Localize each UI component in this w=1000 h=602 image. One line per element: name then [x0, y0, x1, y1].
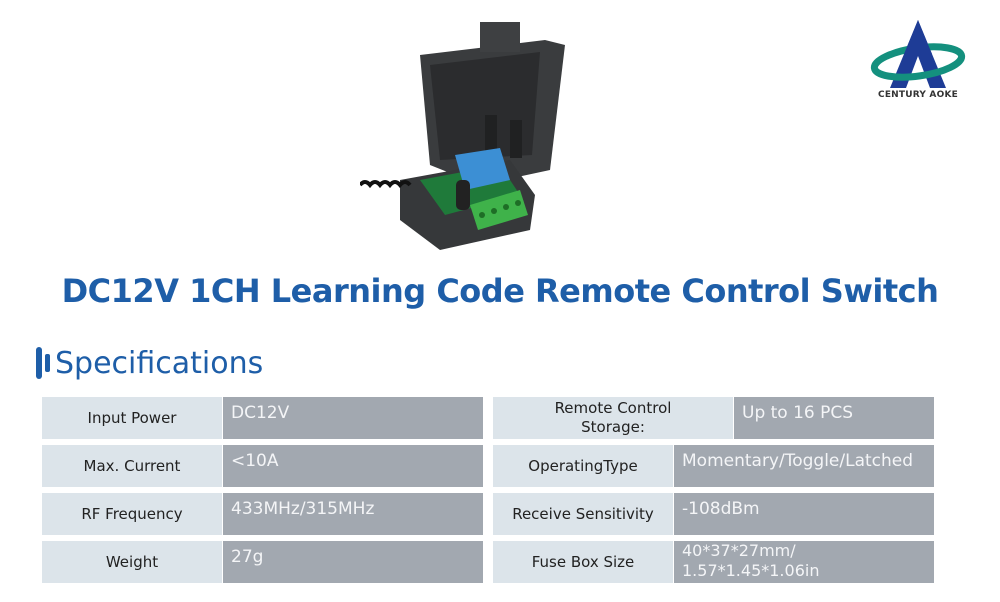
century-aoke-logo-icon	[870, 20, 966, 88]
spec-value: Up to 16 PCS	[734, 397, 934, 439]
spec-value: <10A	[223, 445, 483, 487]
spec-row: Max. Current <10A	[42, 445, 483, 487]
heading-bar-small-icon	[45, 354, 50, 372]
spec-row: Weight 27g	[42, 541, 483, 583]
product-image	[360, 22, 565, 250]
heading-bar-icon	[36, 347, 42, 379]
spec-value: Momentary/Toggle/Latched	[674, 445, 934, 487]
spec-label: Max. Current	[42, 445, 222, 487]
spec-row: Fuse Box Size 40*37*27mm/ 1.57*1.45*1.06…	[493, 541, 934, 583]
specifications-heading: Specifications	[36, 343, 263, 383]
spec-table-right: Remote Control Storage: Up to 16 PCS Ope…	[493, 397, 934, 589]
spec-label: Receive Sensitivity	[493, 493, 673, 535]
spec-label: OperatingType	[493, 445, 673, 487]
spec-row: RF Frequency 433MHz/315MHz	[42, 493, 483, 535]
spec-label: Remote Control Storage:	[493, 397, 733, 439]
spec-row: Remote Control Storage: Up to 16 PCS	[493, 397, 934, 439]
spec-label: RF Frequency	[42, 493, 222, 535]
spec-value: 433MHz/315MHz	[223, 493, 483, 535]
spec-row: OperatingType Momentary/Toggle/Latched	[493, 445, 934, 487]
spec-table-left: Input Power DC12V Max. Current <10A RF F…	[42, 397, 483, 589]
spec-label: Input Power	[42, 397, 222, 439]
spec-row: Input Power DC12V	[42, 397, 483, 439]
spec-value: 27g	[223, 541, 483, 583]
spec-value: DC12V	[223, 397, 483, 439]
page-title: DC12V 1CH Learning Code Remote Control S…	[61, 272, 939, 310]
spec-label: Fuse Box Size	[493, 541, 673, 583]
specifications-title: Specifications	[55, 345, 264, 381]
brand-name: CENTURY AOKE	[878, 90, 958, 100]
spec-value: 40*37*27mm/ 1.57*1.45*1.06in	[674, 541, 934, 583]
spec-value: -108dBm	[674, 493, 934, 535]
spec-label: Weight	[42, 541, 222, 583]
spec-row: Receive Sensitivity -108dBm	[493, 493, 934, 535]
